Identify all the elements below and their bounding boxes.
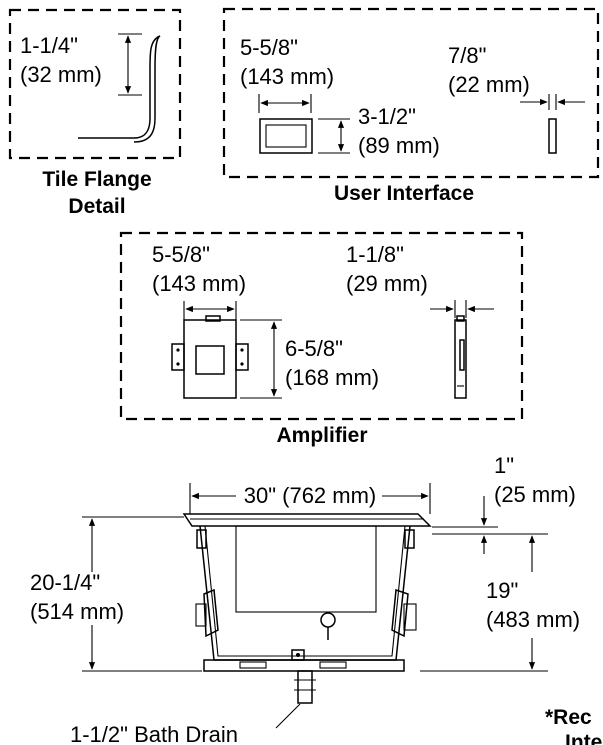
ui-height-mm: (89 mm)	[358, 133, 440, 158]
tile-flange-caption-2: Detail	[68, 195, 125, 218]
ui-height-in: 3-1/2"	[358, 104, 416, 129]
amplifier-detail: 5-5/8" (143 mm) 6-5/8" (168 mm) 1-1/8" (…	[119, 231, 524, 447]
amp-depth-mm: (29 mm)	[346, 271, 428, 296]
user-interface-panel	[259, 118, 313, 154]
bath-drain-label: 1-1/2" Bath Drain	[70, 722, 238, 745]
bath-flange-mm: (25 mm)	[494, 482, 576, 507]
ui-depth-in: 7/8"	[448, 43, 486, 68]
bath-tub	[182, 513, 432, 704]
bath-height-mm: (514 mm)	[30, 599, 124, 624]
bath-rim-mm: (483 mm)	[486, 607, 580, 632]
amplifier-frame	[119, 231, 524, 421]
user-interface-detail: 5-5/8" (143 mm) 3-1/2" (89 mm) 7/8" (22 …	[222, 7, 600, 205]
footnote-line-1: *Rec	[545, 706, 592, 729]
amplifier-caption: Amplifier	[276, 424, 367, 447]
ui-width-in: 5-5/8"	[240, 35, 298, 60]
tile-flange-caption-1: Tile Flange	[42, 168, 151, 191]
amp-depth-in: 1-1/8"	[346, 242, 404, 267]
bath-apron-panel	[235, 525, 377, 613]
tile-flange-dim-in: 1-1/4"	[20, 33, 78, 58]
amp-height-mm: (168 mm)	[285, 365, 379, 390]
bath-flange-in: 1"	[494, 453, 514, 478]
user-interface-side	[548, 118, 557, 154]
bath-elevation: 30" (762 mm) 20-1/4" (514 mm)	[30, 453, 580, 745]
ui-depth-mm: (22 mm)	[448, 72, 530, 97]
tile-flange-frame	[8, 8, 182, 160]
user-interface-frame	[222, 7, 600, 179]
bath-height-in: 20-1/4"	[30, 570, 100, 595]
amp-width-in: 5-5/8"	[152, 242, 210, 267]
amplifier-front	[171, 315, 249, 399]
amp-height-in: 6-5/8"	[285, 336, 343, 361]
user-interface-caption: User Interface	[334, 182, 474, 205]
amp-width-mm: (143 mm)	[152, 271, 246, 296]
tile-flange-profile	[78, 35, 161, 139]
ui-width-mm: (143 mm)	[240, 64, 334, 89]
bath-drain-fitting	[320, 612, 336, 628]
amplifier-side	[454, 315, 467, 399]
footnote-line-2: Inte	[565, 731, 602, 745]
bath-rim-in: 19"	[486, 578, 518, 603]
bath-drain-pipe	[297, 670, 313, 704]
bath-width-label: 30" (762 mm)	[244, 483, 377, 508]
tile-flange-dim-mm: (32 mm)	[20, 62, 102, 87]
tile-flange-detail: 1-1/4" (32 mm) Tile Flange Detail	[8, 8, 182, 218]
